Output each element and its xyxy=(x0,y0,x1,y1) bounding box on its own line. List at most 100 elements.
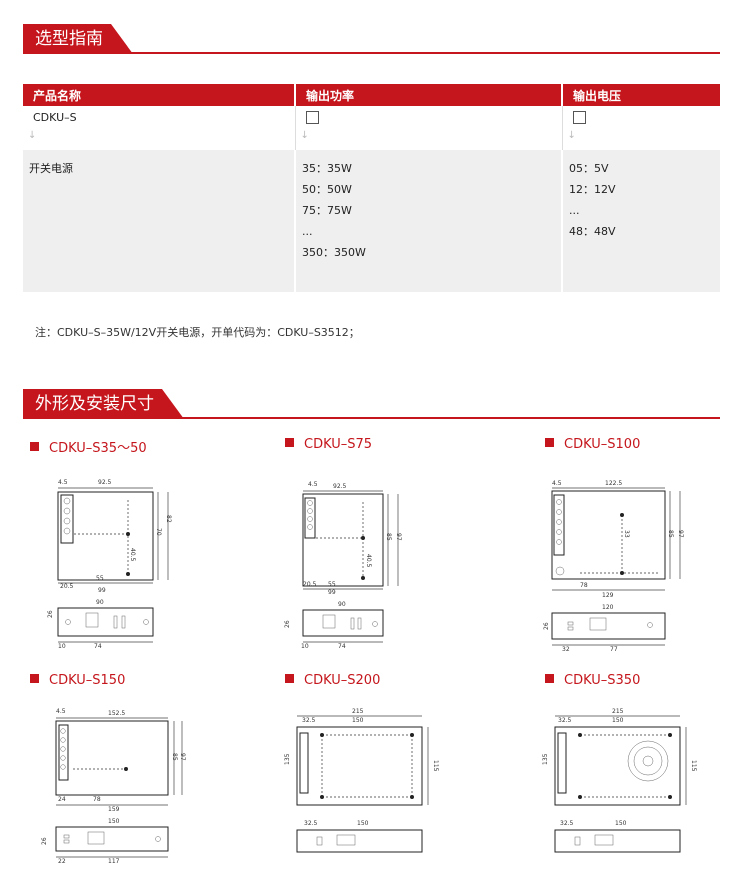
model-heading: CDKU–S350 xyxy=(545,673,640,688)
arrow-down-icon: ↓ xyxy=(567,130,576,141)
voltage-checkbox[interactable] xyxy=(572,110,586,124)
dim-label: 4.5 xyxy=(308,481,318,488)
dim-label: 78 xyxy=(580,582,588,589)
top-view-outline xyxy=(554,726,681,806)
product-type-cell: 开关电源 xyxy=(23,150,296,292)
square-icon xyxy=(30,674,39,683)
drawing-s200: 215 32.5 150 135 115 32.5 150 xyxy=(284,708,439,853)
dim-label: 32 xyxy=(562,646,570,653)
dim-label: 70 xyxy=(155,528,162,536)
dim-label: 150 xyxy=(357,820,369,827)
dim-label: 150 xyxy=(615,820,627,827)
voltage-values-cell: 05：5V 12：12V ... 48：48V xyxy=(562,150,720,292)
dim-label: 26 xyxy=(41,837,48,845)
dim-label: 78 xyxy=(93,796,101,803)
fan-icon xyxy=(627,740,669,782)
drawing-s150: 4.5 152.5 85 97 24 78 159 150 26 22 117 xyxy=(41,708,186,865)
dim-label: 4.5 xyxy=(58,479,68,486)
dim-label: 97 xyxy=(179,753,186,761)
top-view-outline xyxy=(302,493,384,587)
dim-label: 85 xyxy=(667,530,674,538)
dim-label: 82 xyxy=(165,515,172,523)
dim-label: 92.5 xyxy=(333,483,347,490)
dim-label: 150 xyxy=(108,818,120,825)
section-header-selection-guide: 选型指南 xyxy=(0,24,720,54)
power-checkbox[interactable] xyxy=(305,110,319,124)
top-view-outline xyxy=(57,491,154,581)
dim-label: 10 xyxy=(58,643,66,650)
dim-label: 26 xyxy=(284,620,291,628)
dim-label: 97 xyxy=(677,530,684,538)
dim-label: 215 xyxy=(612,708,624,715)
arrow-down-icon: ↓ xyxy=(28,130,37,141)
dim-label: 10 xyxy=(301,643,309,650)
drawing-s75: 4.5 92.5 85 97 40.5 20.5 55 99 90 26 10 … xyxy=(284,481,402,650)
power-value: 350：350W xyxy=(302,246,366,259)
square-icon xyxy=(545,674,554,683)
dim-label: 40.5 xyxy=(129,548,136,562)
product-code: CDKU–S xyxy=(23,106,296,128)
dim-label: 32.5 xyxy=(560,820,574,827)
dim-label: 215 xyxy=(352,708,364,715)
dim-label: 20.5 xyxy=(60,583,74,590)
drawing-s100: 4.5 122.5 85 97 33 78 129 120 26 32 77 xyxy=(543,480,684,653)
dim-label: 77 xyxy=(610,646,618,653)
side-view-outline xyxy=(551,612,666,640)
dim-label: 152.5 xyxy=(108,710,125,717)
model-heading: CDKU–S150 xyxy=(30,673,125,688)
header-output-voltage: 输出电压 xyxy=(573,88,622,103)
dim-label: 135 xyxy=(284,753,291,765)
dim-label: 115 xyxy=(690,760,697,772)
top-view-outline xyxy=(551,490,666,580)
dim-label: 90 xyxy=(338,601,346,608)
table-row: 开关电源 35：35W 50：50W 75：75W ... 350：350W 0… xyxy=(23,150,720,292)
header-output-power: 输出功率 xyxy=(295,84,563,106)
dim-label: 92.5 xyxy=(98,479,112,486)
section-divider xyxy=(23,417,720,419)
model-heading: CDKU–S200 xyxy=(285,673,380,688)
dim-label: 20.5 xyxy=(303,581,317,588)
section-title: 外形及安装尺寸 xyxy=(23,389,184,419)
dim-label: 26 xyxy=(47,610,54,618)
side-view-outline xyxy=(554,829,681,853)
dim-label: 90 xyxy=(96,599,104,606)
dim-label: 55 xyxy=(96,575,104,582)
table-row: CDKU–S xyxy=(23,106,720,128)
voltage-value: 05：5V xyxy=(569,162,609,175)
power-values-cell: 35：35W 50：50W 75：75W ... 350：350W xyxy=(295,150,563,292)
dim-label: 85 xyxy=(171,753,178,761)
table-header-row: 产品名称 输出功率 输出电压 xyxy=(23,84,720,106)
power-value: 35：35W xyxy=(302,162,352,175)
dim-label: 85 xyxy=(385,533,392,541)
dim-label: 120 xyxy=(602,604,614,611)
voltage-value: 48：48V xyxy=(569,225,616,238)
voltage-value: ... xyxy=(569,204,580,217)
section-header-dimensions: 外形及安装尺寸 xyxy=(0,389,720,419)
power-value: 50：50W xyxy=(302,183,352,196)
dim-label: 32.5 xyxy=(302,717,316,724)
dim-label: 159 xyxy=(108,806,120,813)
voltage-checkbox-cell xyxy=(562,106,720,128)
top-view-outline xyxy=(296,726,423,806)
dim-label: 115 xyxy=(432,760,439,772)
dim-label: 4.5 xyxy=(552,480,562,487)
dim-label: 32.5 xyxy=(558,717,572,724)
section-divider xyxy=(23,52,720,54)
drawing-s350: 215 32.5 150 135 115 32.5 150 xyxy=(542,708,697,853)
dim-label: 32.5 xyxy=(304,820,318,827)
side-view-outline xyxy=(55,826,169,852)
table-row: ↓ ↓ ↓ xyxy=(23,128,720,150)
power-checkbox-cell xyxy=(295,106,563,128)
dim-label: 117 xyxy=(108,858,120,865)
drawing-s35-50: 4.5 92.5 70 82 40.5 20.5 55 99 90 26 10 … xyxy=(47,479,172,650)
dim-label: 150 xyxy=(352,717,364,724)
dim-label: 40.5 xyxy=(365,554,372,568)
dim-label: 135 xyxy=(542,753,549,765)
dim-label: 129 xyxy=(602,592,614,599)
dim-label: 99 xyxy=(328,589,336,596)
dim-label: 26 xyxy=(543,622,550,630)
square-icon xyxy=(30,442,39,451)
side-view-outline xyxy=(57,607,154,637)
power-value: ... xyxy=(302,225,313,238)
dim-label: 24 xyxy=(58,796,66,803)
